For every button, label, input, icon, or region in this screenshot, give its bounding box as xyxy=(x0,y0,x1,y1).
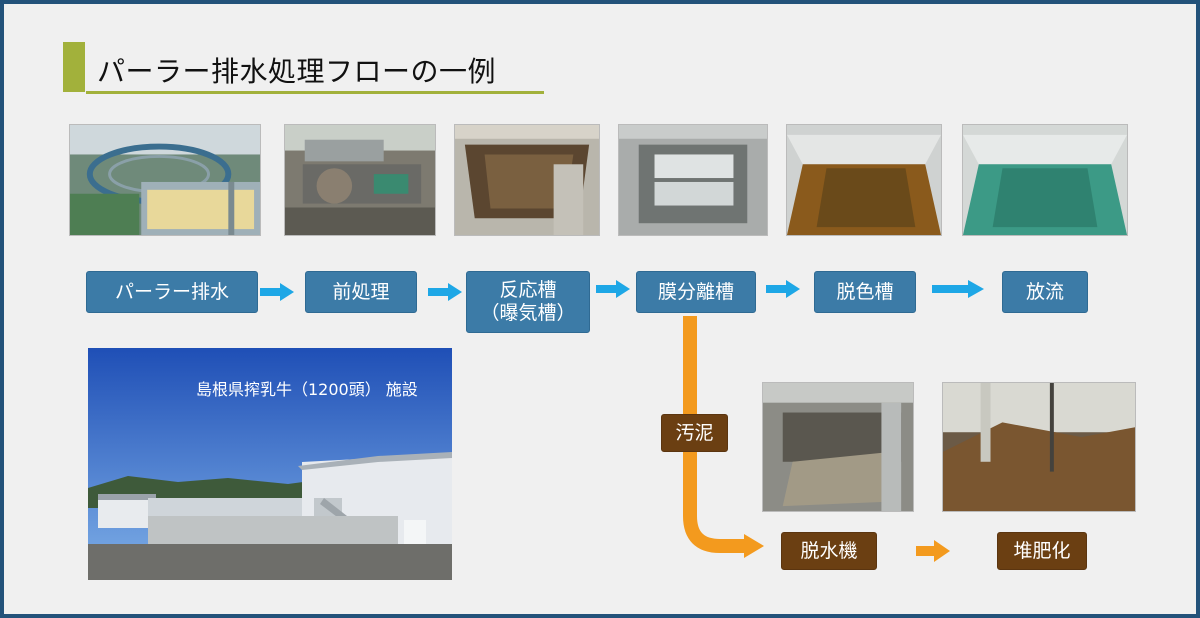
slide: パーラー排水処理フローの一例 xyxy=(4,4,1196,614)
step-dewatering: 脱水機 xyxy=(781,532,877,570)
step-sublabel: （曝気槽） xyxy=(480,302,576,324)
step-label: 脱水機 xyxy=(800,539,858,562)
photo-membrane-tank xyxy=(618,124,768,236)
sludge-path-arrow-icon xyxy=(683,316,764,558)
photo-pretreatment xyxy=(284,124,436,236)
title-underline xyxy=(86,91,544,94)
step-label: 前処理 xyxy=(332,280,390,303)
step-composting: 堆肥化 xyxy=(997,532,1087,570)
flow-arrow-icon xyxy=(766,280,800,298)
step-label: 脱色槽 xyxy=(836,280,894,303)
photo-parlor xyxy=(69,124,261,236)
flow-arrow-icon xyxy=(596,280,630,298)
flow-arrow-icon xyxy=(260,283,294,301)
facility-caption: 島根県搾乳牛（1200頭） 施設 xyxy=(196,380,418,399)
photo-reaction-tank xyxy=(454,124,600,236)
sludge-label: 汚泥 xyxy=(661,414,728,452)
photo-facility: 島根県搾乳牛（1200頭） 施設 xyxy=(88,348,452,580)
step-reaction-tank: 反応槽 （曝気槽） xyxy=(466,271,590,333)
photo-dewatering-machine xyxy=(762,382,914,512)
flow-arrow-icon xyxy=(932,280,984,298)
step-decolorization: 脱色槽 xyxy=(814,271,916,313)
photo-discharge xyxy=(962,124,1128,236)
photo-compost xyxy=(942,382,1136,512)
title-accent-bar xyxy=(63,42,85,92)
flow-arrow-icon xyxy=(428,283,462,301)
page-title: パーラー排水処理フローの一例 xyxy=(97,55,497,88)
photo-decolor-tank xyxy=(786,124,942,236)
step-label: 堆肥化 xyxy=(1013,539,1071,562)
step-label: パーラー排水 xyxy=(114,280,229,303)
step-pretreatment: 前処理 xyxy=(305,271,417,313)
step-label: 放流 xyxy=(1025,280,1064,303)
sludge-label-text: 汚泥 xyxy=(675,421,714,444)
flow-arrow-icon xyxy=(916,540,950,562)
step-parlor-wastewater: パーラー排水 xyxy=(86,271,258,313)
step-label: 反応槽 xyxy=(499,279,557,302)
step-label: 膜分離槽 xyxy=(657,280,734,303)
step-membrane-separation: 膜分離槽 xyxy=(636,271,756,313)
step-discharge: 放流 xyxy=(1002,271,1088,313)
